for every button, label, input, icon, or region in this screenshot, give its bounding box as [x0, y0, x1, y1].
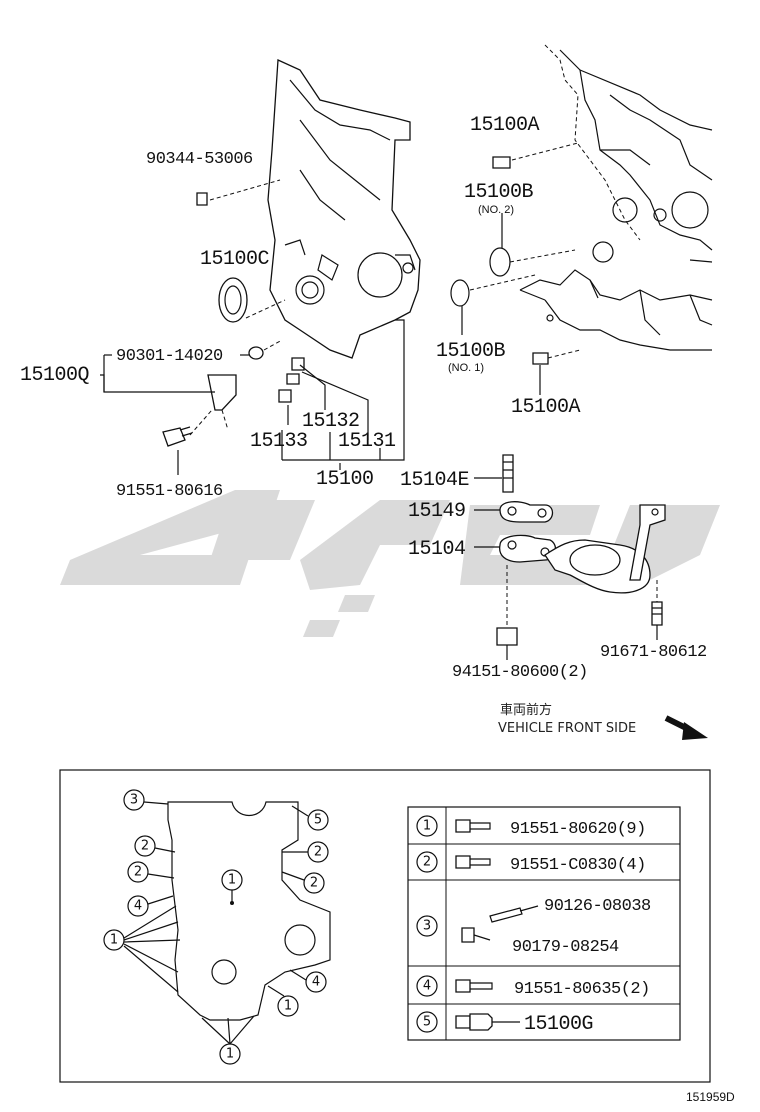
- legend-num-5: 5: [423, 1015, 431, 1030]
- legend-part-3a: 90126-08038: [544, 897, 651, 916]
- small-parts: [162, 156, 549, 447]
- legend-num-3: 3: [423, 919, 431, 934]
- label-15100b-bottom-sub: (NO. 1): [448, 362, 484, 374]
- direction-label-en: VEHICLE FRONT SIDE: [498, 721, 636, 736]
- label-94151-80600: 94151-80600(2): [452, 663, 588, 682]
- label-15100b-top: 15100B: [464, 181, 534, 204]
- label-90301-14020: 90301-14020: [116, 347, 223, 366]
- direction-label-jp: 車両前方: [500, 702, 552, 718]
- svg-text:1: 1: [284, 999, 292, 1014]
- label-15133: 15133: [250, 430, 308, 453]
- label-91671-80612: 91671-80612: [600, 643, 707, 662]
- diagram-code: 151959D: [686, 1090, 735, 1104]
- engine-block: [519, 44, 713, 351]
- svg-text:1: 1: [110, 933, 118, 948]
- legend-part-2: 91551-C0830(4): [510, 856, 646, 875]
- legend-part-5: 15100G: [524, 1013, 593, 1036]
- svg-text:2: 2: [310, 876, 318, 891]
- legend-num-2: 2: [423, 855, 431, 870]
- legend-num-1: 1: [423, 819, 431, 834]
- legend-num-4: 4: [423, 979, 431, 994]
- svg-text:4: 4: [312, 975, 320, 990]
- legend-part-4: 91551-80635(2): [514, 980, 650, 999]
- legend-part-1: 91551-80620(9): [510, 820, 646, 839]
- label-15104: 15104: [408, 538, 466, 561]
- oil-strainer: [496, 454, 666, 646]
- label-15100b-bottom: 15100B: [436, 340, 506, 363]
- leader-lines: [100, 142, 658, 660]
- label-15100b-top-sub: (NO. 2): [478, 204, 514, 216]
- svg-text:3: 3: [130, 793, 138, 808]
- label-15131: 15131: [338, 430, 396, 453]
- label-15100q: 15100Q: [20, 364, 90, 387]
- label-15100a-top: 15100A: [470, 114, 540, 137]
- watermark: [60, 490, 720, 637]
- label-15149: 15149: [408, 500, 466, 523]
- svg-text:4: 4: [134, 899, 142, 914]
- svg-text:1: 1: [228, 873, 236, 888]
- label-15100a-bottom: 15100A: [511, 396, 581, 419]
- legend-part-3b: 90179-08254: [512, 938, 619, 957]
- svg-text:2: 2: [314, 845, 322, 860]
- label-15100: 15100: [316, 468, 374, 491]
- svg-text:1: 1: [226, 1047, 234, 1062]
- label-15100c: 15100C: [200, 248, 270, 271]
- svg-text:2: 2: [134, 865, 142, 880]
- direction-arrow-icon: [664, 715, 708, 740]
- svg-text:5: 5: [314, 813, 322, 828]
- inset-frame: [59, 769, 711, 1083]
- legend-table: 1 91551-80620(9) 2 91551-C0830(4) 3 9012…: [407, 806, 681, 1041]
- inset-markers: 3 5 2 2 2 2 4 4 1 1 1 1: [103, 789, 329, 1065]
- label-15132: 15132: [302, 410, 360, 433]
- svg-text:2: 2: [141, 839, 149, 854]
- label-15104e: 15104E: [400, 469, 469, 492]
- inset-cover-outline: [167, 801, 331, 1021]
- label-90344-53006: 90344-53006: [146, 150, 253, 169]
- timing-cover: [267, 59, 421, 359]
- label-91551-80616: 91551-80616: [116, 482, 223, 501]
